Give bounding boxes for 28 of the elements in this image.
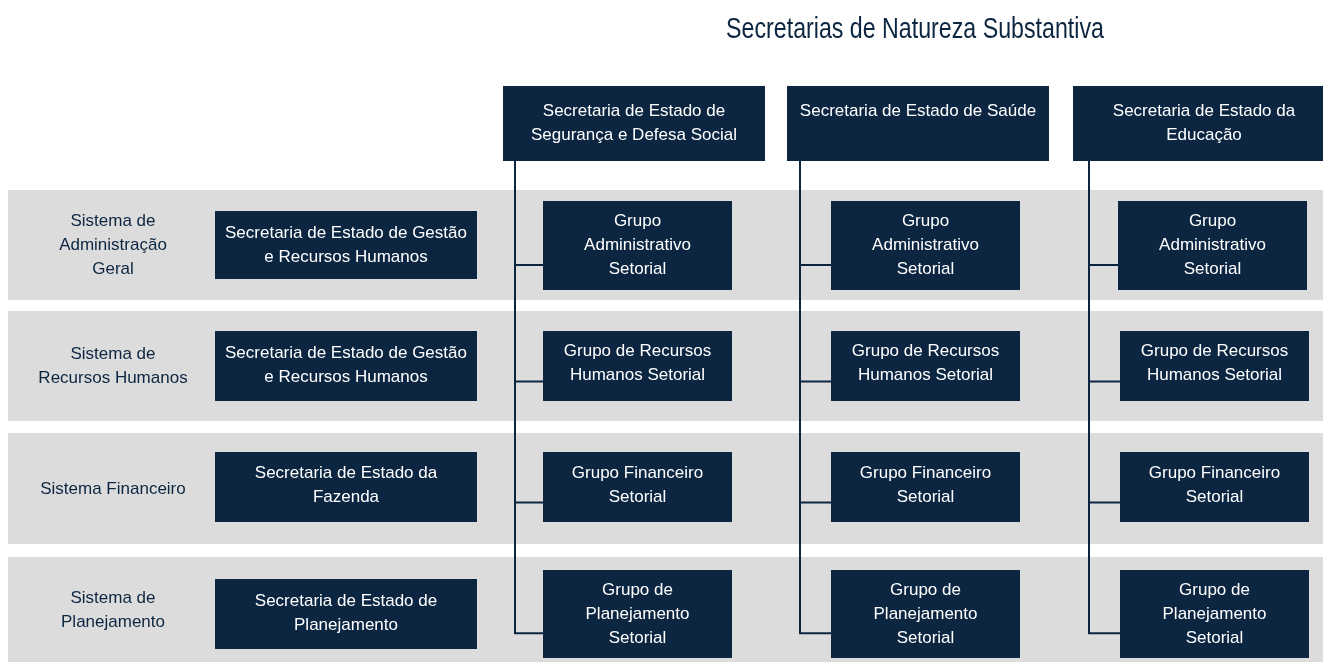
system-label: Sistema de Recursos Humanos: [38, 343, 188, 389]
org-box: Grupo Administrativo Setorial: [831, 201, 1020, 290]
system-band: [8, 190, 1323, 300]
org-box: Grupo de Planejamento Setorial: [831, 570, 1020, 658]
system-band: [8, 557, 1323, 662]
org-box: Grupo Administrativo Setorial: [1118, 201, 1307, 290]
org-box: Grupo de Recursos Humanos Setorial: [543, 331, 732, 401]
org-box: Grupo Financeiro Setorial: [543, 452, 732, 522]
secretariat-box: Secretaria de Estado de Segurança e Defesa Social: [503, 86, 765, 161]
system-band: [8, 311, 1323, 421]
system-label: Sistema de Administração Geral: [58, 210, 168, 280]
system-label: Sistema Financeiro: [39, 477, 187, 500]
org-box: Grupo Financeiro Setorial: [1120, 452, 1309, 522]
org-box: Grupo Financeiro Setorial: [831, 452, 1020, 522]
org-box: Secretaria de Estado de Planejamento: [215, 579, 477, 649]
org-box: Grupo de Planejamento Setorial: [1120, 570, 1309, 658]
org-box: Grupo de Recursos Humanos Setorial: [831, 331, 1020, 401]
org-box: Grupo Administrativo Setorial: [543, 201, 732, 290]
org-box: Secretaria de Estado de Gestão e Recursos Humanos: [215, 331, 477, 401]
org-box: Grupo de Recursos Humanos Setorial: [1120, 331, 1309, 401]
system-band: [8, 433, 1323, 544]
org-box: Secretaria de Estado da Fazenda: [215, 452, 477, 522]
secretariat-box: Secretaria de Estado de Saúde: [787, 86, 1049, 161]
system-label: Sistema de Planejamento: [60, 586, 166, 633]
org-box: Grupo de Planejamento Setorial: [543, 570, 732, 658]
org-box: Secretaria de Estado de Gestão e Recursos Humanos: [215, 211, 477, 279]
diagram-title: Secretarias de Natureza Substantiva: [725, 12, 1105, 45]
secretariat-box: Secretaria de Estado da Educação: [1073, 86, 1323, 161]
